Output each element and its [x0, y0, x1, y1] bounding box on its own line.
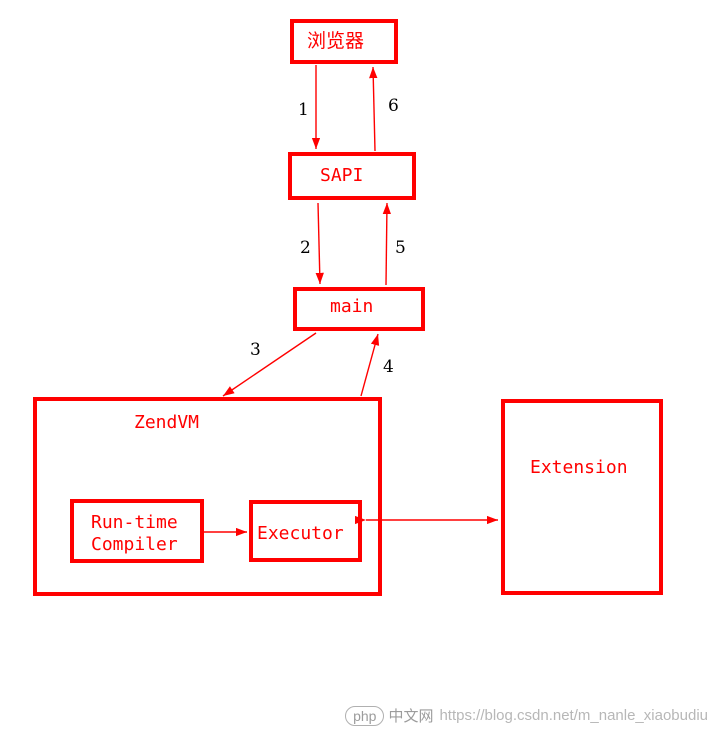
compiler-node-label-line2: Compiler	[91, 534, 178, 555]
arrow-sapi-to-browser	[369, 66, 378, 152]
edge-label-6: 6	[388, 96, 399, 116]
compiler-node	[70, 499, 204, 563]
browser-node	[290, 19, 398, 64]
sapi-node-label: SAPI	[320, 165, 364, 186]
edge-label-1: 1	[298, 100, 309, 120]
watermark-url: https://blog.csdn.net/m_nanle_xiaobudiu	[439, 707, 708, 724]
arrow-sapi-to-main	[315, 202, 324, 285]
extension-node	[501, 399, 663, 595]
edge-label-4: 4	[383, 357, 394, 377]
edge-label-5: 5	[395, 238, 406, 258]
main-node	[293, 287, 425, 331]
browser-node-label: 浏览器	[307, 30, 365, 52]
zendvm-label: ZendVM	[134, 412, 200, 433]
main-node-label: main	[330, 296, 374, 317]
extension-node-label: Extension	[530, 457, 628, 478]
executor-node-label: Executor	[257, 523, 344, 544]
watermark: php 中文网 https://blog.csdn.net/m_nanle_xi…	[345, 705, 708, 726]
executor-node	[249, 500, 362, 562]
php-cn-logo: php 中文网	[345, 705, 433, 726]
php-logo-icon: php	[345, 705, 385, 726]
sapi-node	[288, 152, 416, 200]
compiler-node-label-line1: Run-time	[91, 512, 178, 533]
arrow-zendvm-to-main	[360, 333, 380, 397]
edge-label-2: 2	[300, 238, 311, 258]
php-cn-logo-text: 中文网	[388, 708, 434, 725]
edge-label-3: 3	[250, 340, 261, 360]
arrow-main-to-sapi	[382, 202, 392, 286]
arrow-main-to-zendvm	[222, 332, 317, 397]
